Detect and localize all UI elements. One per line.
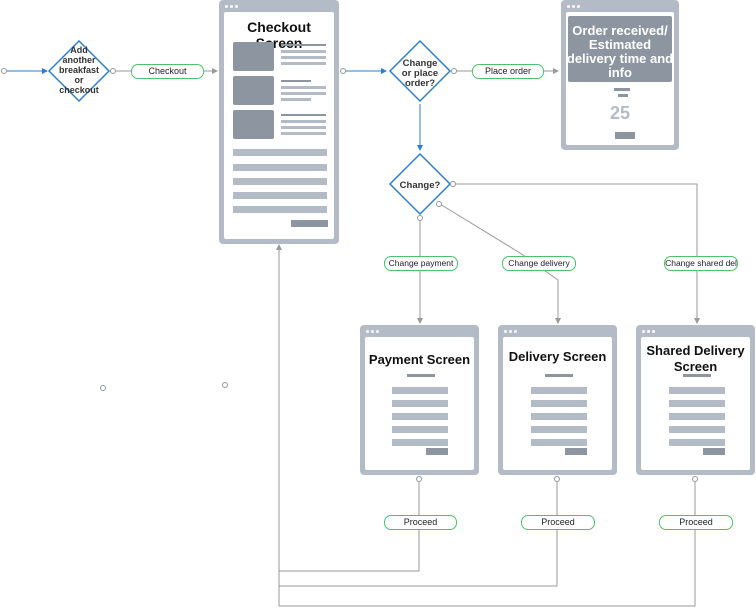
delivery-screen-title: Delivery Screen (508, 349, 607, 364)
image-placeholder (233, 42, 274, 71)
port (100, 385, 106, 391)
order-received-title: Order received/ Estimated delivery time … (566, 23, 674, 80)
port (451, 68, 457, 74)
edge-label-proceed-delivery: Proceed (521, 515, 595, 530)
image-placeholder (233, 76, 274, 105)
delivery-screen: Delivery Screen (498, 325, 617, 475)
port (340, 68, 346, 74)
decision-add-another-label: Add another breakfast or checkout (58, 45, 100, 95)
decision-change-or-place-label: Change or place order? (401, 58, 439, 89)
edge-label-change-payment: Change payment (384, 256, 458, 271)
payment-screen-title: Payment Screen (368, 352, 471, 367)
order-received-screen: Order received/ Estimated delivery time … (561, 0, 679, 150)
shared-delivery-screen-title: Shared Delivery Screen (646, 343, 745, 374)
port (554, 476, 560, 482)
port (450, 181, 456, 187)
port (110, 68, 116, 74)
edge-proceed-shared (276, 244, 696, 607)
port (222, 382, 228, 388)
edge-label-change-delivery: Change delivery (502, 256, 576, 271)
port (417, 215, 423, 221)
port (1, 68, 7, 74)
decision-add-another (47, 39, 111, 103)
image-placeholder (233, 110, 274, 139)
port (416, 476, 422, 482)
edge-proceed-delivery (279, 482, 558, 587)
edge-proceed-payment (279, 482, 420, 572)
checkout-screen: Checkout Screen (219, 0, 339, 244)
edge-label-proceed-shared: Proceed (659, 515, 733, 530)
checkout-button-placeholder (291, 220, 328, 227)
edge-label-change-shared: Change shared del (664, 256, 738, 271)
payment-screen: Payment Screen (360, 325, 479, 475)
decision-change-or-place (388, 39, 452, 103)
edge-change-shared (454, 183, 700, 324)
edge-label-place-order: Place order (472, 64, 544, 79)
shared-delivery-screen: Shared Delivery Screen (636, 325, 755, 475)
decision-change (388, 152, 452, 216)
port (692, 476, 698, 482)
order-number: 25 (609, 103, 631, 123)
port (436, 201, 442, 207)
edge-label-checkout: Checkout (131, 64, 204, 79)
decision-change-label: Change? (399, 180, 441, 191)
edge-label-proceed-payment: Proceed (384, 515, 457, 530)
